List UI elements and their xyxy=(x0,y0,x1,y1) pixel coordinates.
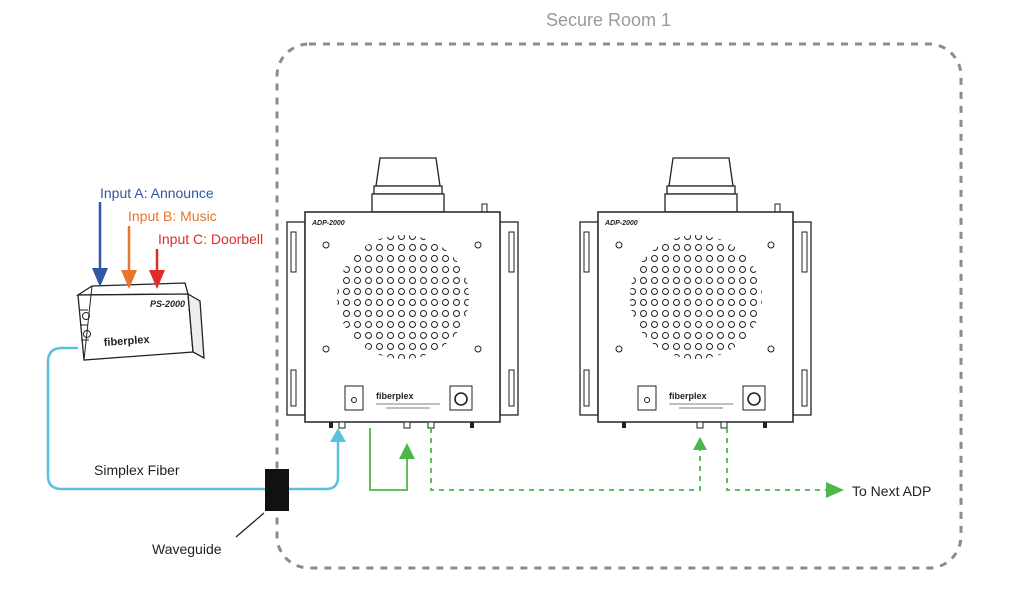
speaker-2-brand: fiberplex xyxy=(669,391,707,401)
input-c-arrow xyxy=(149,249,165,289)
speaker-2: ADP-2000 fiberplex xyxy=(579,157,812,429)
daisy-chain-line xyxy=(430,428,701,491)
transmitter-brand: fiberplex xyxy=(103,334,150,349)
to-next-adp-label: To Next ADP xyxy=(852,483,932,499)
speaker-grille xyxy=(337,235,469,359)
speaker-1: ADP-2000 fiberplex xyxy=(286,157,519,429)
simplex-fiber-line xyxy=(46,346,340,491)
speaker-grille xyxy=(630,235,762,359)
beacon-icon xyxy=(375,157,441,187)
fiber-arrow-icon xyxy=(330,428,346,442)
green-up-arrow-icon xyxy=(693,437,707,450)
input-b-arrow xyxy=(121,226,137,289)
speaker-1-model: ADP-2000 xyxy=(311,220,345,227)
input-b-label: Input B: Music xyxy=(128,208,217,224)
waveguide-block xyxy=(265,469,289,511)
input-a-arrow xyxy=(92,202,108,287)
to-next-arrow-icon xyxy=(826,482,844,498)
green-up-arrow-icon xyxy=(399,443,415,459)
waveguide-leader xyxy=(235,512,265,538)
input-a-label: Input A: Announce xyxy=(100,185,214,201)
waveguide-label: Waveguide xyxy=(152,541,222,557)
transmitter-box: PS-2000 fiberplex xyxy=(75,282,205,361)
input-c-label: Input C: Doorbell xyxy=(158,231,264,247)
secure-room-boundary xyxy=(275,42,963,570)
to-next-line xyxy=(726,428,828,491)
room-title: Secure Room 1 xyxy=(546,10,672,30)
beacon-icon xyxy=(668,157,734,187)
green-loop-line xyxy=(369,428,408,491)
simplex-fiber-label: Simplex Fiber xyxy=(94,462,180,478)
speaker-1-brand: fiberplex xyxy=(376,391,414,401)
transmitter-model: PS-2000 xyxy=(150,299,185,309)
speaker-2-model: ADP-2000 xyxy=(604,220,638,227)
